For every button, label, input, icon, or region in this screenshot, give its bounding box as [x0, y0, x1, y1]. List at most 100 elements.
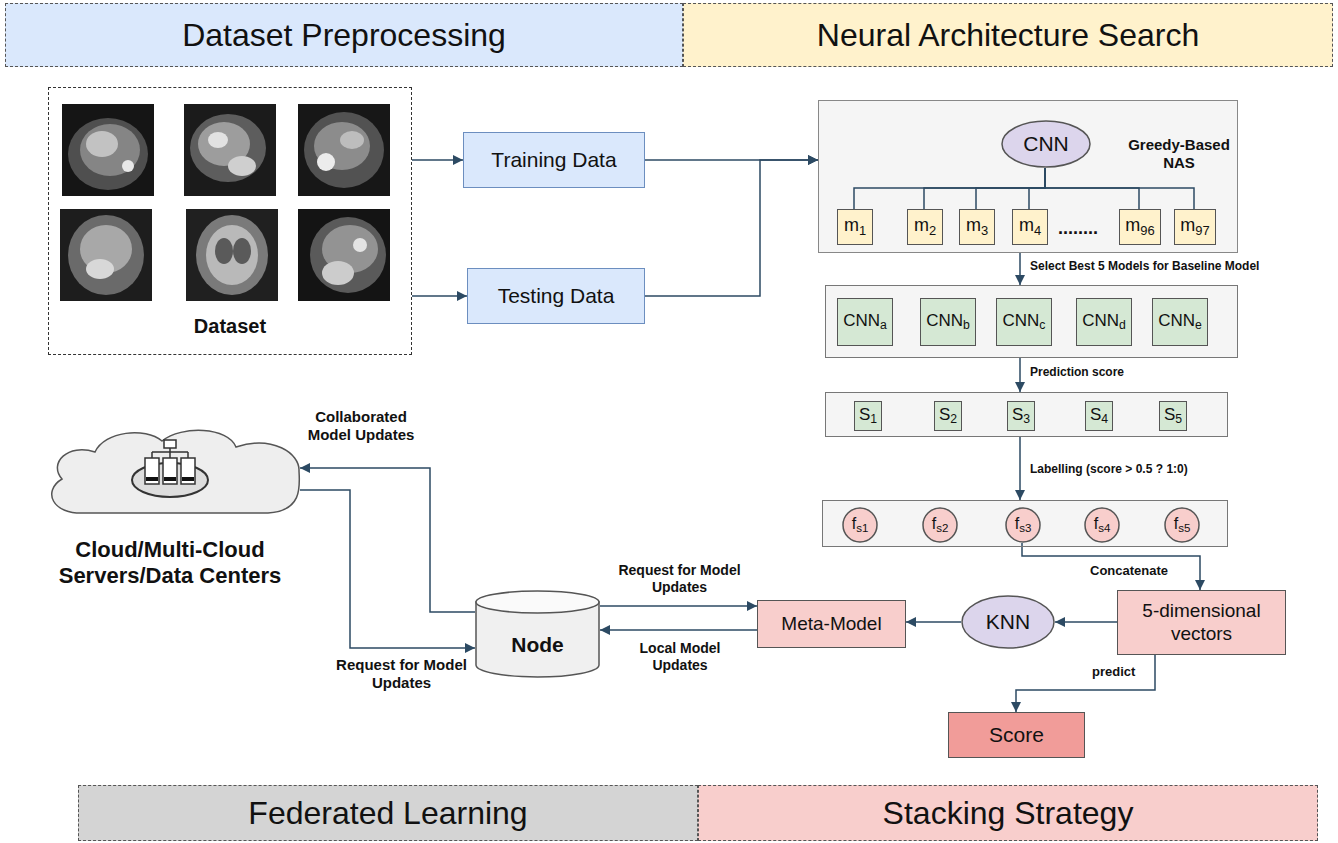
- node-label: S1: [859, 405, 877, 427]
- mri-ground: [184, 104, 276, 196]
- text-part: S: [1164, 405, 1175, 424]
- feature-circle: fs2: [922, 507, 958, 543]
- connector: [1019, 253, 1021, 285]
- connector: [645, 160, 818, 296]
- candidate-box: m3: [959, 209, 995, 245]
- server-links: [152, 448, 188, 458]
- outline: [962, 596, 1054, 648]
- process-box: Testing Data: [467, 268, 645, 324]
- text-part: CNN: [1003, 311, 1040, 330]
- subscript: 4: [1034, 223, 1041, 238]
- node-label: S2: [939, 405, 957, 427]
- mri-tissue: [228, 156, 256, 176]
- edge-label: Request for Model Updates: [602, 562, 757, 596]
- mri-image: [298, 209, 390, 301]
- model-box: CNNc: [996, 298, 1052, 346]
- node-label: CNN: [1023, 131, 1069, 156]
- text-part: f: [852, 515, 856, 532]
- text-part: m: [1180, 215, 1195, 235]
- connector: [1029, 168, 1045, 209]
- subscript: d: [1119, 318, 1126, 332]
- mri-tissue: [80, 124, 140, 176]
- server-base: [132, 463, 208, 497]
- subscript: s2: [936, 522, 948, 534]
- model-box: CNNe: [1152, 298, 1208, 346]
- text-part: f: [1015, 515, 1019, 532]
- panel-fill: [822, 500, 1228, 547]
- mri-tissue: [196, 215, 268, 295]
- connector: [1022, 543, 1200, 590]
- outline: [843, 508, 877, 542]
- text-part: f: [1174, 515, 1178, 532]
- subscript: 3: [1023, 412, 1030, 426]
- candidate-box: m97: [1174, 209, 1216, 245]
- row-panel: S1S2S3S4S5: [825, 392, 1228, 437]
- mri-tissue: [122, 160, 134, 172]
- subscript: e: [1195, 318, 1202, 332]
- subscript: a: [880, 318, 887, 332]
- text-part: CNN: [843, 311, 880, 330]
- server-unit: [181, 458, 195, 484]
- connector: [924, 168, 1045, 209]
- connector: [412, 159, 463, 161]
- text-part: f: [932, 515, 936, 532]
- edge-label: predict: [1092, 664, 1135, 680]
- subscript: 5: [1175, 412, 1182, 426]
- node-label: m97: [1180, 215, 1209, 238]
- subscript: 2: [950, 412, 957, 426]
- edge-label: Request for Model Updates: [333, 656, 470, 692]
- connector: [976, 168, 1045, 209]
- subscript: s1: [856, 522, 868, 534]
- mri-tissue: [86, 259, 114, 279]
- text-part: S: [939, 405, 950, 424]
- row-panel: fs1fs2fs3fs4fs5: [822, 500, 1228, 547]
- server-slot: [182, 477, 194, 481]
- candidate-box: m4: [1012, 209, 1048, 245]
- edge-label: Labelling (score > 0.5 ? 1:0): [1030, 462, 1188, 476]
- process-box: Training Data: [463, 132, 645, 188]
- text-part: m: [844, 215, 859, 235]
- model-box: CNNd: [1076, 298, 1132, 346]
- node-label: fs3: [1015, 514, 1032, 536]
- node-label: Testing Data: [498, 283, 615, 308]
- subscript: s3: [1019, 522, 1031, 534]
- text-part: S: [1090, 405, 1101, 424]
- candidate-box: m2: [907, 209, 943, 245]
- mri-ground: [62, 104, 154, 196]
- score-box: S3: [1007, 401, 1035, 431]
- text-part: m: [966, 215, 981, 235]
- node-label: CNNa: [843, 311, 887, 333]
- mri-tissue: [322, 261, 354, 285]
- node-label: fs4: [1094, 514, 1111, 536]
- process-box: 5-dimensional vectors: [1117, 590, 1286, 655]
- outline: [923, 508, 957, 542]
- feature-circle: fs3: [1005, 507, 1041, 543]
- connector: [906, 621, 961, 623]
- feature-circle: fs1: [842, 507, 878, 543]
- score-box: S4: [1085, 401, 1113, 431]
- node-label: Meta-Model: [781, 613, 881, 636]
- node-label: Federated Learning: [248, 794, 527, 832]
- text-part: S: [859, 405, 870, 424]
- dataset-panel: Dataset: [48, 87, 412, 355]
- mri-tissue: [215, 238, 233, 264]
- connector: [600, 629, 757, 631]
- section-header: Dataset Preprocessing: [5, 3, 683, 67]
- mri-image: [184, 104, 276, 196]
- mri-tissue: [314, 122, 370, 170]
- model-box: CNNa: [837, 298, 893, 346]
- node-label: CNNd: [1082, 311, 1126, 333]
- outline: [1165, 508, 1199, 542]
- subscript: 97: [1195, 223, 1209, 238]
- subscript: 3: [981, 223, 988, 238]
- panel-fill: [825, 285, 1238, 358]
- score-box: S1: [854, 401, 882, 431]
- subscript: 1: [859, 223, 866, 238]
- node-label: fs2: [932, 514, 949, 536]
- mri-tissue: [190, 114, 266, 182]
- mri-tissue: [353, 238, 367, 252]
- text-part: m: [1019, 215, 1034, 235]
